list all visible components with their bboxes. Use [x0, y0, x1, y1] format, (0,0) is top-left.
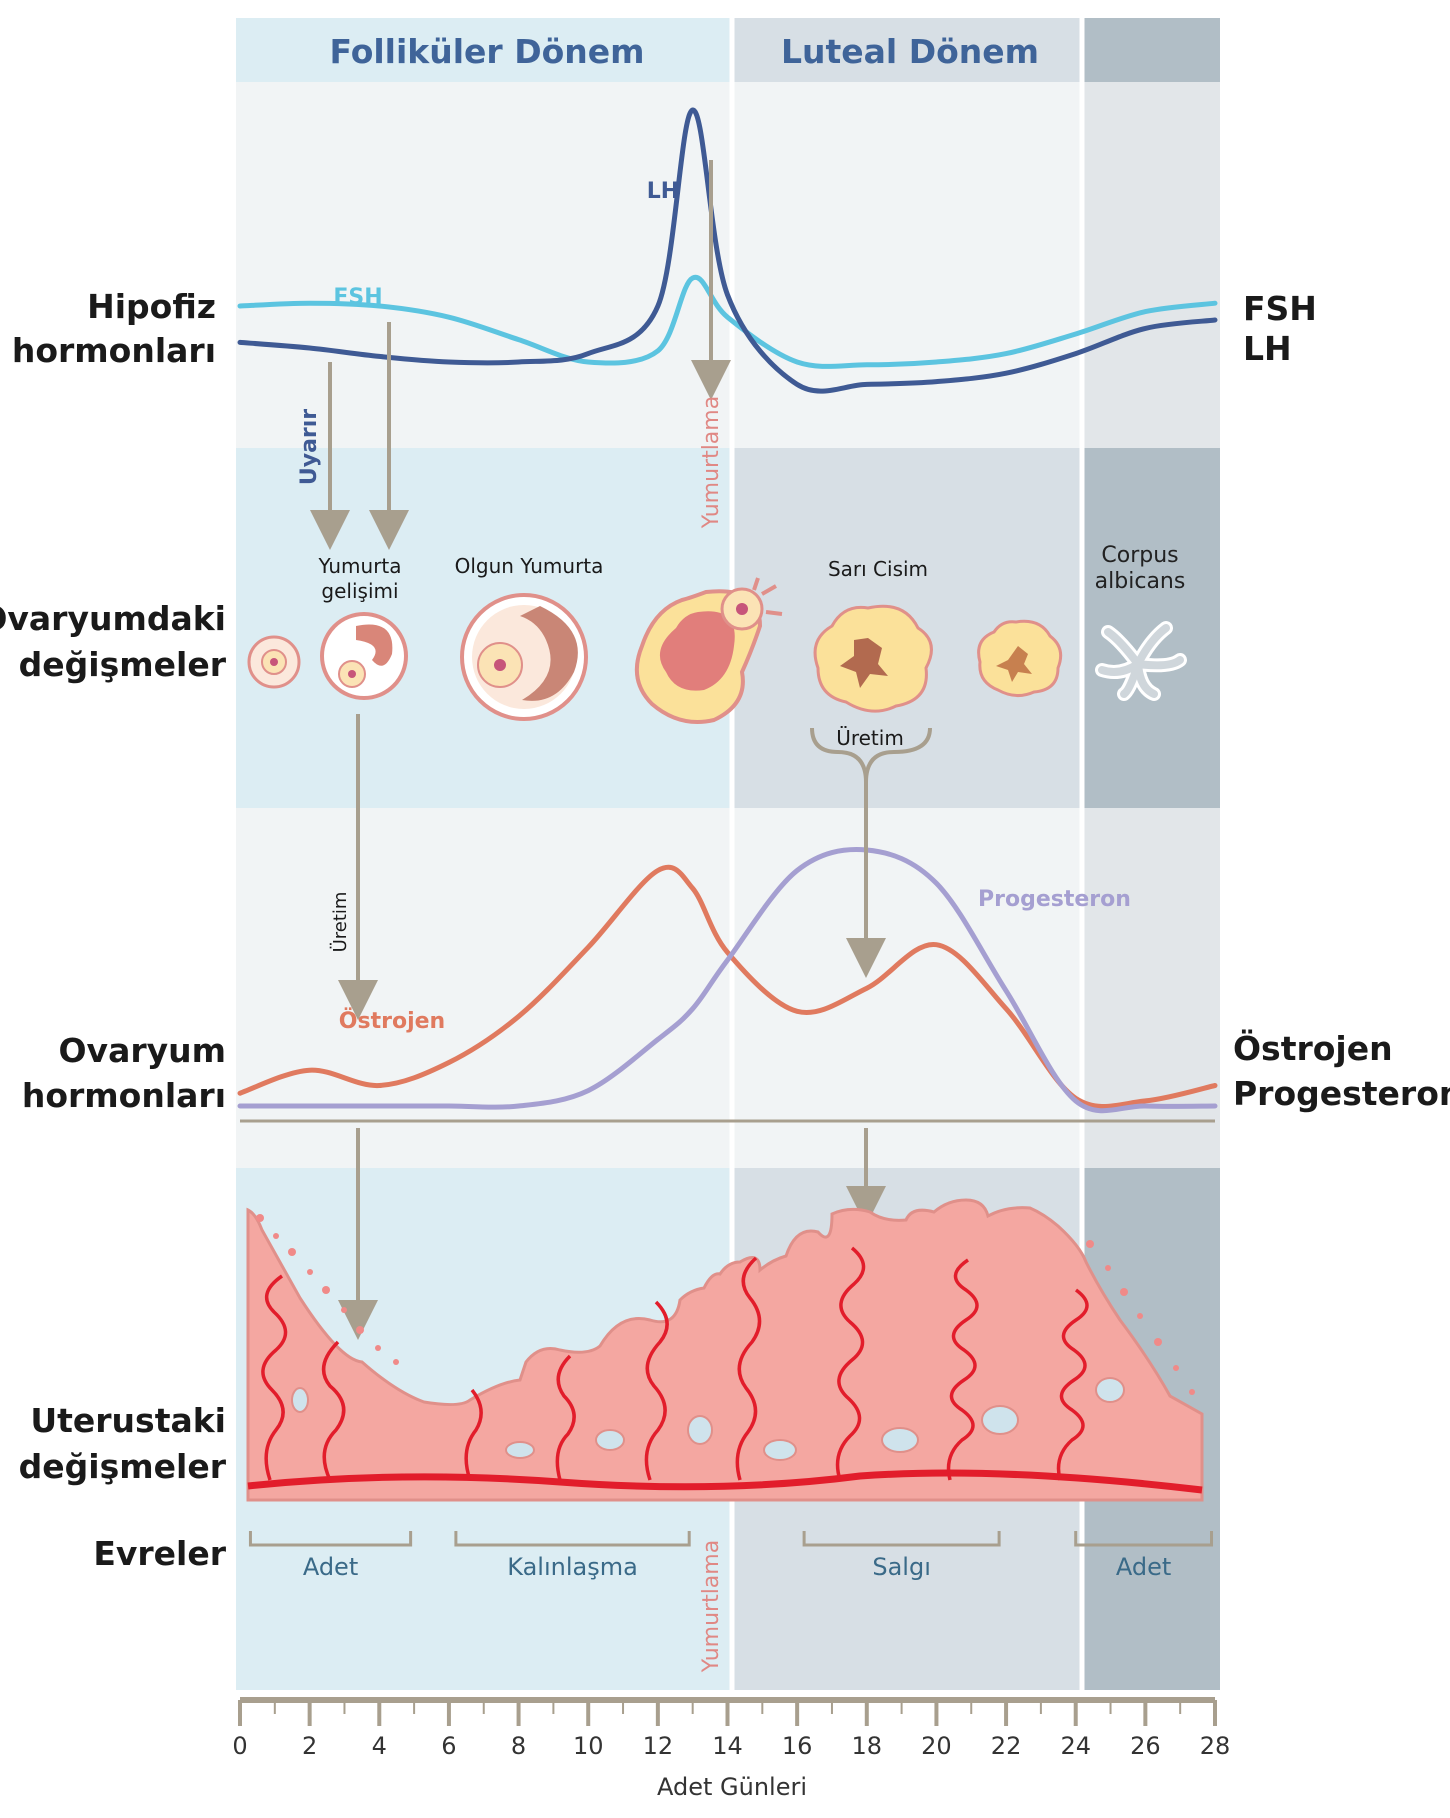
x-tick-label: 10: [573, 1732, 604, 1760]
follicular-header-band: [236, 18, 730, 82]
egg-development-label-line1: Yumurta: [317, 554, 401, 578]
endometrium-tissue: [246, 1198, 1204, 1502]
right-labels: FSH LH Östrojen Progesteron: [1233, 289, 1450, 1113]
ovary-changes-label-line1: Ovaryumdaki: [0, 599, 226, 638]
x-tick-label: 4: [372, 1732, 387, 1760]
endometrial-glands: [291, 1377, 1125, 1461]
right-progesterone-label: Progesteron: [1233, 1074, 1450, 1113]
mature-follicle: [460, 593, 588, 721]
x-tick-label: 18: [852, 1732, 883, 1760]
series-line-lh: [237, 107, 1218, 394]
spiral-arteries: [261, 1246, 1089, 1481]
ovary-hormones-late-band: [1084, 808, 1220, 1168]
egg-development-label-line2: gelişimi: [321, 579, 398, 603]
corpus-albicans-label-line1: Corpus: [1101, 543, 1178, 568]
shedding-fragments: [256, 1214, 1195, 1395]
primordial-follicle: [247, 635, 301, 689]
x-tick-label: 6: [441, 1732, 456, 1760]
pituitary-late-band: [1084, 82, 1220, 448]
stimulates-label: Uyarır: [297, 409, 322, 485]
ovary-illustrations: Yumurta gelişimi Olgun Yumurta Sarı Cisi…: [247, 543, 1187, 750]
ovary-hormones-label-line1: Ovaryum: [59, 1031, 227, 1070]
series-line-progesteron: [237, 847, 1218, 1114]
corpus-luteum-large: [813, 604, 933, 713]
ovary-hormones-band: [236, 808, 1220, 1168]
stage-label: Kalınlaşma: [507, 1553, 638, 1581]
ovulating-follicle: [634, 577, 783, 724]
corpus-luteum-label: Sarı Cisim: [828, 557, 928, 581]
x-tick-label: 24: [1060, 1732, 1091, 1760]
x-tick-label: 28: [1200, 1732, 1231, 1760]
luteal-phase-title: Luteal Dönem: [781, 32, 1039, 71]
endometrium-illustration: [246, 1198, 1204, 1502]
ovary-hormone-curves: [237, 847, 1218, 1114]
corpus-albicans: [1095, 621, 1187, 701]
right-lh-label: LH: [1243, 329, 1292, 368]
production-label-left: Üretim: [329, 892, 351, 953]
x-tick-label: 22: [991, 1732, 1022, 1760]
stages-label: Evreler: [93, 1534, 226, 1573]
pituitary-hormone-curves: [237, 107, 1218, 394]
series-line-fsh: [237, 274, 1218, 369]
uterus-changes-label-line2: değişmeler: [19, 1447, 227, 1486]
x-tick-label: 14: [712, 1732, 743, 1760]
stage-label: Adet: [303, 1553, 358, 1581]
developing-follicle: [320, 612, 408, 700]
stage-bracket: [1074, 1531, 1214, 1547]
follicular-phase-title: Folliküler Dönem: [329, 32, 644, 71]
stage-brackets: Adet Kalınlaşma Salgı Adet: [248, 1531, 1214, 1581]
stage-bracket: [248, 1531, 413, 1547]
x-tick-label: 20: [921, 1732, 952, 1760]
corpus-luteum-small: [977, 619, 1063, 697]
stage-bracket: [454, 1531, 691, 1547]
late-header-band: [1084, 18, 1220, 82]
series-line-östrojen: [237, 864, 1218, 1109]
right-estrogen-label: Östrojen: [1233, 1028, 1393, 1068]
endometrium-basal-vessel: [247, 1469, 1203, 1494]
luteal-header-band: [734, 18, 1080, 82]
pituitary-label-line1: Hipofiz: [87, 287, 216, 326]
ovulation-label-bottom: Yumurtlama: [699, 1540, 724, 1673]
progesterone-curve-label: Progesteron: [978, 887, 1131, 912]
ovary-changes-label-line2: değişmeler: [19, 645, 227, 684]
mature-egg-label: Olgun Yumurta: [455, 554, 604, 578]
uterus-changes-label-line1: Uterustaki: [30, 1401, 226, 1440]
stage-label: Adet: [1116, 1553, 1171, 1581]
fsh-curve-label: FSH: [333, 285, 382, 310]
x-tick-label: 16: [782, 1732, 813, 1760]
x-tick-label: 0: [232, 1732, 247, 1760]
row-labels: Hipofiz hormonları Ovaryumdaki değişmele…: [0, 287, 227, 1573]
estrogen-curve-label: Östrojen: [339, 1008, 445, 1034]
flow-arrows: [310, 160, 932, 1340]
production-label-luteal: Üretim: [836, 726, 904, 750]
right-fsh-label: FSH: [1243, 289, 1317, 328]
pituitary-band: [236, 82, 1220, 448]
ovulation-label-top: Yumurtlama: [699, 396, 724, 529]
x-tick-label: 8: [511, 1732, 526, 1760]
x-tick-label: 26: [1130, 1732, 1161, 1760]
pituitary-label-line2: hormonları: [12, 331, 216, 370]
stage-label: Salgı: [872, 1553, 931, 1581]
x-tick-label: 12: [643, 1732, 674, 1760]
ovary-hormones-label-line2: hormonları: [22, 1076, 226, 1115]
x-tick-label: 2: [302, 1732, 317, 1760]
stage-bracket: [802, 1531, 1001, 1547]
lh-curve-label: LH: [647, 179, 679, 204]
x-axis-title: Adet Günleri: [657, 1773, 807, 1801]
corpus-albicans-label-line2: albicans: [1095, 569, 1186, 594]
